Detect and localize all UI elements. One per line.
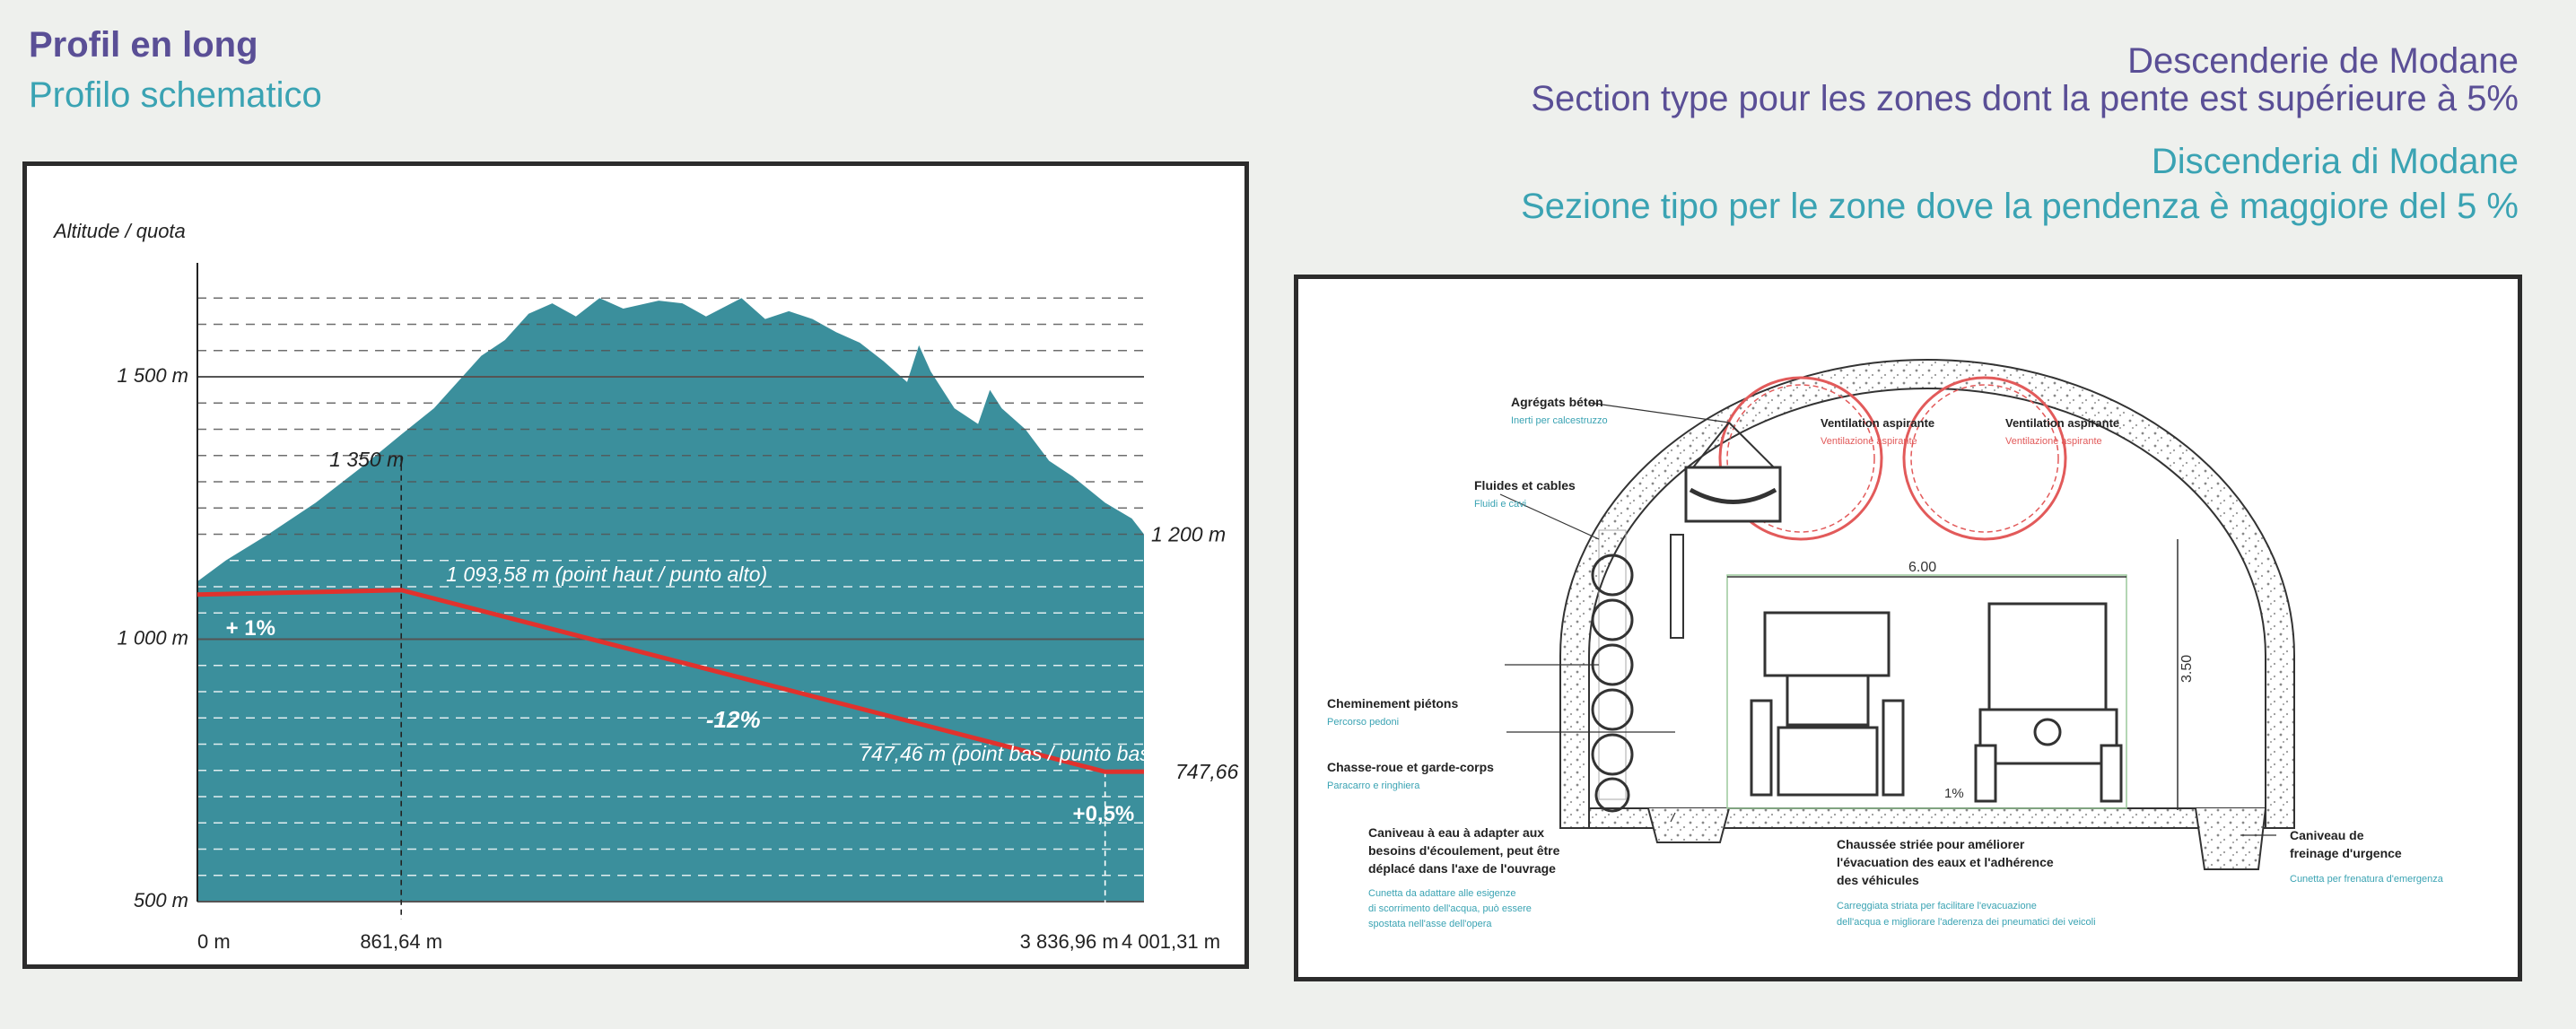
vehicle-right xyxy=(1974,602,2123,803)
profile-chart: 500 m 1 000 m 1 500 m 0 m 861,64 m 3 836,96 m… xyxy=(52,220,1262,953)
floor-slope-label: 1% xyxy=(1944,786,1964,801)
label-chaussee-it-1: Carreggiata striata per facilitare l'eva… xyxy=(1837,901,2037,911)
label-caniveau-2: besoins d'écoulement, peut être xyxy=(1368,843,1560,858)
label-freinage-1: Caniveau de xyxy=(2290,828,2364,842)
ventilation-duct-right xyxy=(1902,376,2067,541)
label-chaussee-2: l'évacuation des eaux et l'adhérence xyxy=(1837,855,2054,869)
ventilation-duct-left xyxy=(1718,376,1883,541)
terrain-label-1350: 1 350 m xyxy=(329,448,404,471)
label-freinage-2: freinage d'urgence xyxy=(2290,846,2402,860)
label-chasse-roue: Chasse-roue et garde-corps xyxy=(1327,760,1494,774)
cable-tray xyxy=(1670,534,1684,639)
label-agregats-it: Inerti per calcestruzzo xyxy=(1511,415,1608,426)
label-caniveau-1: Caniveau à eau à adapter aux xyxy=(1368,825,1544,840)
right-title-it-1: Discenderia di Modane xyxy=(2151,142,2519,181)
left-subtitle: Profilo schematico xyxy=(29,75,322,115)
label-chaussee-it-2: dell'acqua e migliorare l'aderenza dei p… xyxy=(1837,917,2096,928)
annotation-high-point: 1 093,58 m (point haut / punto alto) xyxy=(446,562,767,586)
label-ventilation-left: Ventilation aspirante xyxy=(1821,416,1934,430)
label-ventilation-left-it: Ventilazione aspirante xyxy=(1821,436,1917,447)
x-tick-label: 4 001,31 m xyxy=(1122,930,1220,953)
label-fluides-it: Fluidi e cavi xyxy=(1474,499,1526,510)
y-tick-label: 500 m xyxy=(134,889,188,911)
y-axis-label: Altitude / quota xyxy=(52,220,186,242)
fluid-pipes-stack xyxy=(1591,529,1634,813)
left-drain-channel xyxy=(1647,807,1730,843)
vehicle-left xyxy=(1750,611,1905,797)
label-caniveau-it-1: Cunetta da adattare alle esigenze xyxy=(1368,888,1516,899)
emergency-channel xyxy=(2195,807,2266,870)
profile-panel: 500 m 1 000 m 1 500 m 0 m 861,64 m 3 836,96 m… xyxy=(22,161,1262,969)
right-title-fr-1: Descenderie de Modane xyxy=(2127,41,2519,81)
x-tick-label: 861,64 m xyxy=(360,930,442,953)
annotation-slope-end: +0,5% xyxy=(1073,802,1135,826)
x-tick-label: 3 836,96 m xyxy=(1020,930,1119,953)
label-chaussee-1: Chaussée striée pour améliorer xyxy=(1837,837,2025,851)
tunnel-profile-line xyxy=(196,588,1145,774)
label-fluides: Fluides et cables xyxy=(1474,478,1576,493)
y-tick-label: 1 000 m xyxy=(118,627,189,650)
annotation-slope-up: + 1% xyxy=(226,616,275,641)
label-caniveau-3: déplacé dans l'axe de l'ouvrage xyxy=(1368,861,1556,876)
label-chaussee-3: des véhicules xyxy=(1837,873,1919,887)
label-agregats: Agrégats béton xyxy=(1511,395,1603,409)
right-title-it-2: Sezione tipo per le zone dove la pendenz… xyxy=(1521,187,2519,226)
section-panel: 6.00 3.50 1% Agrégats béton Inerti per c… xyxy=(1294,275,2522,981)
y-tick-label: 1 500 m xyxy=(118,364,189,387)
dimension-height: 3.50 xyxy=(2179,655,2195,683)
annotation-low-point: 747,46 m (point bas / punto basso) xyxy=(860,742,1178,765)
x-tick-label: 0 m xyxy=(197,930,231,953)
label-chasse-roue-it: Paracarro e ringhiera xyxy=(1327,780,1420,791)
tunnel-lining xyxy=(1559,359,2295,829)
label-cheminement-it: Percorso pedoni xyxy=(1327,717,1399,728)
terrain-label-1200: 1 200 m xyxy=(1151,523,1226,546)
label-caniveau-it-3: spostata nell'asse dell'opera xyxy=(1368,919,1492,929)
label-ventilation-right-it: Ventilazione aspirante xyxy=(2005,436,2102,447)
annotation-end-altitude: 747,66 m xyxy=(1175,760,1244,783)
tunnel-cross-section: 6.00 3.50 1% Agrégats béton Inerti per c… xyxy=(1327,359,2444,929)
dimension-width: 6.00 xyxy=(1908,560,1936,575)
label-ventilation-right: Ventilation aspirante xyxy=(2005,416,2119,430)
conveyor-aggregates xyxy=(1684,422,1782,523)
left-title: Profil en long xyxy=(29,25,258,65)
terrain-area xyxy=(197,298,1144,902)
annotation-slope-down: -12% xyxy=(706,706,761,733)
clearance-envelope xyxy=(1726,574,2127,809)
label-freinage-it: Cunetta per frenatura d'emergenza xyxy=(2290,874,2444,885)
label-cheminement: Cheminement piétons xyxy=(1327,696,1458,711)
right-title-fr-2: Section type pour les zones dont la pent… xyxy=(1531,79,2519,118)
label-caniveau-it-2: di scorrimento dell'acqua, può essere xyxy=(1368,903,1532,914)
